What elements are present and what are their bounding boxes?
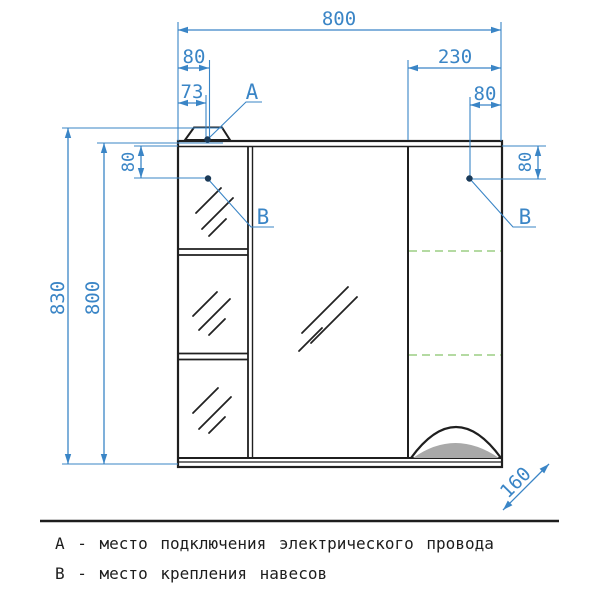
arrowhead [199, 64, 209, 72]
dimension-arrowheads [64, 26, 549, 510]
leader-b-right [469, 178, 536, 228]
arrowhead [178, 64, 188, 72]
glass-shelves-dashed [409, 250, 501, 356]
hatch-stroke [192, 291, 218, 317]
hatch-stroke [310, 296, 358, 344]
dim-text-80-drop-left: 80 [119, 152, 139, 172]
dim-text-80-left: 80 [183, 46, 206, 68]
cabinet-structure [176, 126, 504, 469]
hatch-stroke [298, 327, 323, 352]
dim-text-160-depth: 160 [496, 463, 536, 503]
arrowhead [470, 101, 480, 109]
dimension-lines [67, 29, 550, 511]
curved-front-arc [410, 425, 502, 459]
hatch-stroke [201, 197, 234, 230]
dim-text-800-height: 800 [82, 281, 104, 315]
arrowhead [178, 26, 188, 34]
arrowhead [100, 143, 108, 153]
leader-b-left [207, 178, 274, 228]
hatch-stroke [195, 187, 222, 214]
curved-front-gray-fill [413, 443, 499, 458]
arrowhead [491, 101, 501, 109]
dim-text-80-right: 80 [474, 83, 497, 105]
leader-a [207, 101, 262, 140]
hatch-stroke [198, 396, 232, 430]
cabinet-outline [176, 139, 504, 469]
arrowhead [64, 454, 72, 464]
arrowhead [137, 146, 145, 156]
arrowhead [64, 128, 72, 138]
dim-text-80-drop-right: 80 [516, 152, 536, 172]
dim-text-230: 230 [438, 46, 472, 68]
dim-text-73: 73 [181, 81, 204, 103]
arrowhead [534, 169, 542, 179]
label-b-right: В [519, 205, 532, 229]
legend-line-b: В - место крепления навесов [55, 564, 327, 583]
hatch-stroke [208, 218, 227, 237]
hatch-stroke [192, 387, 219, 414]
legend-line-a: А - место подключения электрического про… [55, 534, 494, 553]
extension-lines [62, 22, 546, 465]
arrowhead [534, 146, 542, 156]
arrowhead [408, 64, 418, 72]
label-a: А [246, 80, 259, 104]
arrowhead [491, 64, 501, 72]
point-b-right-dot [466, 175, 473, 182]
arrowhead [503, 500, 513, 510]
hatch-stroke [208, 416, 226, 434]
arrowhead [137, 168, 145, 178]
arrowhead [196, 99, 206, 107]
dim-text-800-width: 800 [322, 8, 356, 30]
arrowhead [100, 454, 108, 464]
hatch-stroke [198, 298, 231, 331]
dim-text-830-height: 830 [47, 281, 69, 315]
hatch-stroke [301, 286, 349, 334]
dim-line-160-depth [502, 463, 550, 511]
attachment-points [204, 136, 473, 182]
point-b-left-dot [204, 175, 212, 182]
label-b-left: В [257, 205, 270, 229]
hatch-stroke [208, 318, 226, 336]
arrowhead [491, 26, 501, 34]
arrowhead [178, 99, 188, 107]
arrowhead [539, 464, 549, 474]
point-a-dot [204, 136, 211, 143]
mirror-hatching [192, 187, 358, 434]
